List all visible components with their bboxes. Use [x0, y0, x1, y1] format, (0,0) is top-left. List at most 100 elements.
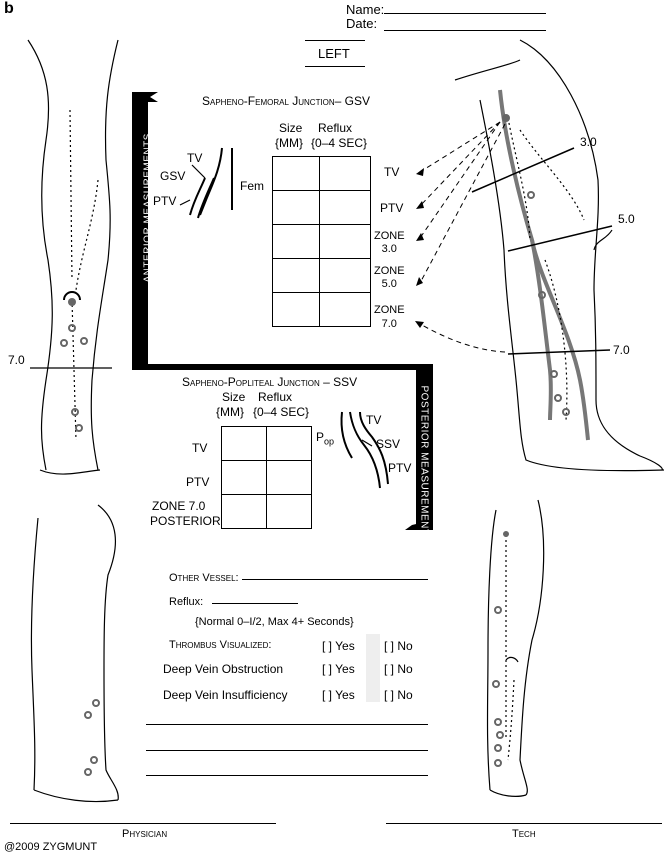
physician-label: Physician [122, 828, 168, 840]
spj-diagram-pop-main: P [316, 430, 325, 444]
anterior-bar [132, 92, 420, 370]
zone-lines-right [471, 147, 613, 355]
spj-size-header: Size [222, 390, 246, 404]
leg-bottom-left [30, 504, 119, 803]
side-top-rule [305, 40, 365, 41]
physician-signature-line[interactable] [10, 823, 276, 824]
spj-reflux-unit: {0–4 SEC} [253, 405, 310, 419]
side-bottom-rule [305, 66, 365, 67]
spj-ptv-reflux[interactable] [266, 460, 312, 495]
sfj-zone5-size[interactable] [272, 258, 320, 293]
sfj-zone3-size[interactable] [272, 224, 320, 259]
sfj-diagram-tv: TV [187, 151, 203, 165]
sfj-row-zone5: ZONE 5.0 [374, 265, 405, 290]
sfj-diagram-fem: Fem [240, 179, 264, 193]
leg-bottom-right-dots [492, 531, 509, 767]
spj-row-ptv: PTV [186, 475, 210, 489]
dvi-no[interactable]: [ ] No [384, 688, 413, 702]
sfj-zone7-size[interactable] [272, 292, 320, 327]
leg-bottom-right [486, 499, 545, 797]
leg-top-right-dots [502, 114, 570, 416]
spj-diagram-pop-sub: op [324, 436, 335, 447]
dvi-label: Deep Vein Insufficiency [163, 688, 288, 702]
dvi-yes[interactable]: [ ] Yes [322, 688, 355, 702]
sfj-row-tv: TV [384, 165, 400, 179]
spj-diagram-pop: Pop [316, 430, 334, 446]
spj-measurement-grid [221, 426, 312, 529]
spj-diagram-ptv: PTV [388, 461, 412, 475]
sfj-tv-size[interactable] [272, 156, 320, 191]
name-label: Name: [346, 2, 385, 17]
sfj-size-unit: {MM} [275, 136, 304, 150]
anterior-bar-label: ANTERIOR MEASUREMENTS [142, 133, 154, 283]
reference-arrows [419, 121, 506, 353]
thrombus-yes[interactable]: [ ] Yes [322, 639, 355, 653]
spj-reflux-header: Reflux [258, 390, 293, 404]
sfj-tv-reflux[interactable] [319, 156, 371, 191]
sfj-title: Sapheno-Femoral Junction– GSV [202, 94, 371, 108]
panel-label: b [4, 0, 14, 17]
gsv-vein [498, 89, 590, 441]
date-label: Date: [346, 16, 378, 31]
sfj-measurement-grid [272, 156, 371, 327]
thrombus-label: Thrombus Visualized: [169, 639, 272, 651]
leg-top-left [27, 39, 119, 475]
notes-line-2[interactable] [146, 750, 428, 751]
spj-ptv-size[interactable] [221, 460, 267, 495]
spj-diagram [340, 411, 389, 489]
other-vessel-field[interactable] [242, 579, 428, 580]
sfj-reflux-header: Reflux [318, 121, 353, 135]
options-shade [366, 634, 380, 702]
leg-top-right [454, 39, 665, 472]
spj-zone7-reflux[interactable] [266, 494, 312, 529]
sfj-row-zone3: ZONE 3.0 [374, 230, 405, 255]
dvo-yes[interactable]: [ ] Yes [322, 662, 355, 676]
zone-5-marker: 5.0 [618, 212, 635, 226]
sfj-ptv-reflux[interactable] [319, 190, 371, 225]
zone-7-marker: 7.0 [613, 343, 630, 357]
other-vessel-label: Other Vessel: [169, 572, 239, 584]
left-zone-7-marker: 7.0 [8, 353, 25, 367]
tech-signature-line[interactable] [386, 823, 662, 824]
dvo-label: Deep Vein Obstruction [163, 662, 284, 676]
spj-size-unit: {MM} [216, 405, 245, 419]
spj-title: Sapheno-Popliteal Junction – SSV [182, 375, 358, 389]
copyright: @2009 ZYGMUNT [4, 841, 98, 853]
reflux-field[interactable] [212, 603, 298, 604]
dvo-no[interactable]: [ ] No [384, 662, 413, 676]
sfj-zone3-reflux[interactable] [319, 224, 371, 259]
spj-tv-size[interactable] [221, 426, 267, 461]
sfj-diagram-ptv: PTV [153, 194, 177, 208]
sfj-size-header: Size [279, 121, 303, 135]
sfj-row-ptv: PTV [380, 201, 404, 215]
spj-row-zone7: ZONE 7.0 [152, 499, 206, 513]
sfj-diagram [179, 147, 233, 219]
sfj-zone5-reflux[interactable] [319, 258, 371, 293]
spj-diagram-tv: TV [366, 413, 382, 427]
arrow-heads [415, 168, 424, 328]
thrombus-no[interactable]: [ ] No [384, 639, 413, 653]
leg-bottom-left-dots [84, 699, 100, 776]
reflux-label: Reflux: [169, 596, 204, 608]
posterior-bar-label: POSTERIOR MEASUREMENTS [418, 385, 430, 543]
sfj-ptv-size[interactable] [272, 190, 320, 225]
spj-diagram-ssv: SSV [376, 437, 401, 451]
notes-line-1[interactable] [146, 724, 428, 725]
tech-label: Tech [512, 828, 536, 840]
name-field[interactable] [384, 13, 546, 14]
sfj-diagram-gsv: GSV [160, 169, 186, 183]
side-label: LEFT [318, 46, 350, 61]
leg-top-left-dots [60, 298, 88, 432]
sfj-row-zone7: ZONE 7.0 [374, 304, 405, 330]
date-field[interactable] [384, 30, 546, 31]
zone-3-marker: 3.0 [580, 135, 597, 149]
notes-line-3[interactable] [146, 775, 428, 776]
spj-row-posterior: POSTERIOR [150, 514, 221, 528]
sfj-reflux-unit: {0–4 SEC} [311, 136, 368, 150]
spj-row-tv: TV [192, 441, 208, 455]
sfj-zone7-reflux[interactable] [319, 292, 371, 327]
spj-tv-reflux[interactable] [266, 426, 312, 461]
leg-top-right-dotted [507, 117, 585, 421]
spj-zone7-size[interactable] [221, 494, 267, 529]
